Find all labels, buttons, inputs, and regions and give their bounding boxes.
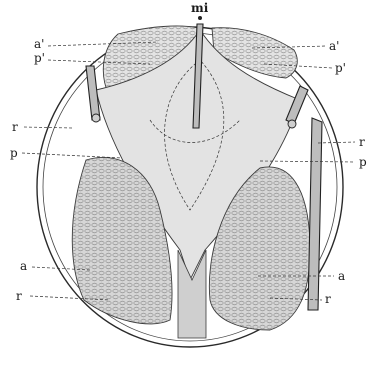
svg-text:p: p: [359, 155, 367, 169]
svg-text:p': p': [335, 61, 346, 75]
svg-text:r: r: [12, 120, 18, 134]
label-r-right: r: [318, 135, 365, 149]
svg-text:a': a': [329, 39, 339, 53]
svg-text:a: a: [20, 259, 27, 273]
svg-text:a': a': [34, 37, 44, 51]
svg-text:r: r: [325, 292, 331, 306]
svg-text:p': p': [34, 51, 45, 65]
label-mi: mi: [191, 1, 209, 15]
svg-text:p: p: [10, 146, 18, 160]
svg-text:a: a: [338, 269, 345, 283]
label-r-left: r: [12, 120, 72, 134]
svg-text:r: r: [16, 289, 22, 303]
svg-text:r: r: [359, 135, 365, 149]
svg-text:mi: mi: [191, 1, 209, 15]
